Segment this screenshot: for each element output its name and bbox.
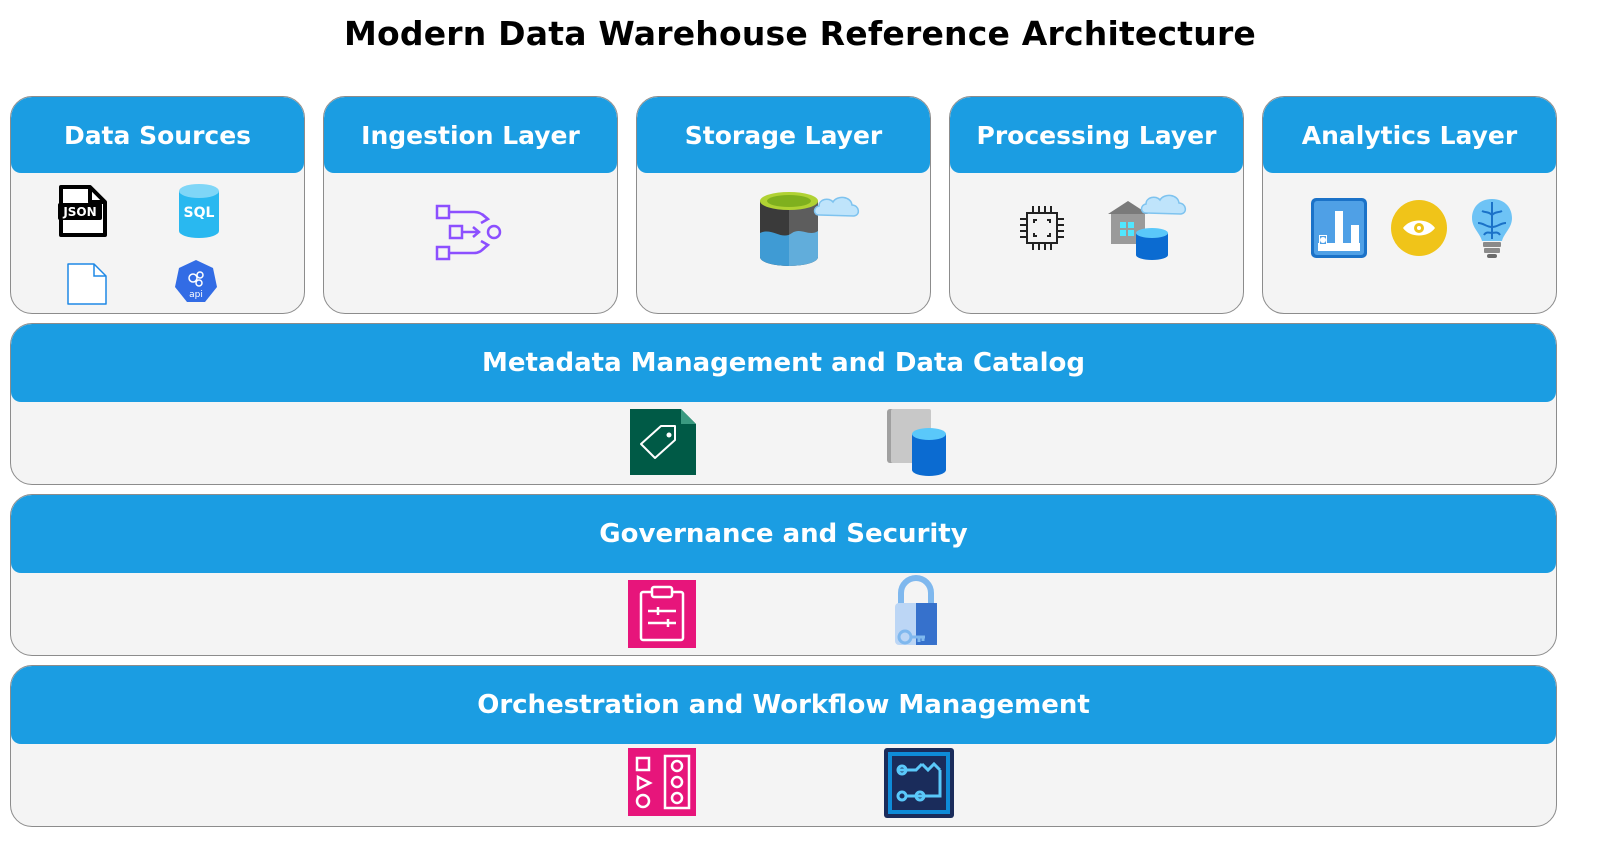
- brain-lightbulb-icon: [1470, 197, 1514, 259]
- page-title: Modern Data Warehouse Reference Architec…: [343, 14, 1256, 53]
- svg-text:JSON: JSON: [62, 205, 96, 219]
- bar-chart-icon: [1310, 197, 1368, 259]
- data-lake-storage-icon: [757, 189, 867, 271]
- storage-layer-header: Storage Layer: [637, 97, 930, 173]
- processing-layer-panel: Processing Layer: [949, 96, 1244, 314]
- orchestration-workflow-panel: Orchestration and Workflow Management: [10, 665, 1557, 827]
- clipboard-policy-icon: [628, 580, 696, 648]
- analytics-layer-header: Analytics Layer: [1263, 97, 1556, 173]
- analytics-layer-panel: Analytics Layer: [1262, 96, 1557, 314]
- workflow-steps-icon: [628, 748, 696, 816]
- ingestion-layer-panel: Ingestion Layer: [323, 96, 618, 314]
- cloud-warehouse-icon: [1106, 189, 1196, 267]
- data-flow-icon: [434, 197, 506, 269]
- ingestion-layer-header: Ingestion Layer: [324, 97, 617, 173]
- metadata-catalog-header: Metadata Management and Data Catalog: [11, 324, 1556, 402]
- processor-chip-icon: [1018, 204, 1066, 252]
- data-sources-header: Data Sources: [11, 97, 304, 173]
- governance-security-header: Governance and Security: [11, 495, 1556, 573]
- governance-security-panel: Governance and Security: [10, 494, 1557, 656]
- eye-icon: [1390, 199, 1448, 257]
- blank-document-icon: [66, 262, 108, 306]
- pipeline-icon: [884, 748, 954, 818]
- security-lock-icon: [891, 575, 941, 651]
- storage-layer-panel: Storage Layer: [636, 96, 931, 314]
- json-file-icon: JSON: [58, 184, 108, 238]
- data-sources-panel: Data Sources JSON SQL api: [10, 96, 305, 314]
- sql-database-icon: SQL: [177, 183, 221, 239]
- svg-text:api: api: [189, 290, 203, 300]
- svg-text:SQL: SQL: [184, 205, 215, 221]
- database-catalog-icon: [886, 408, 948, 478]
- api-icon: api: [173, 259, 219, 305]
- data-catalog-tag-icon: [629, 408, 697, 476]
- orchestration-workflow-header: Orchestration and Workflow Management: [11, 666, 1556, 744]
- metadata-catalog-panel: Metadata Management and Data Catalog: [10, 323, 1557, 485]
- processing-layer-header: Processing Layer: [950, 97, 1243, 173]
